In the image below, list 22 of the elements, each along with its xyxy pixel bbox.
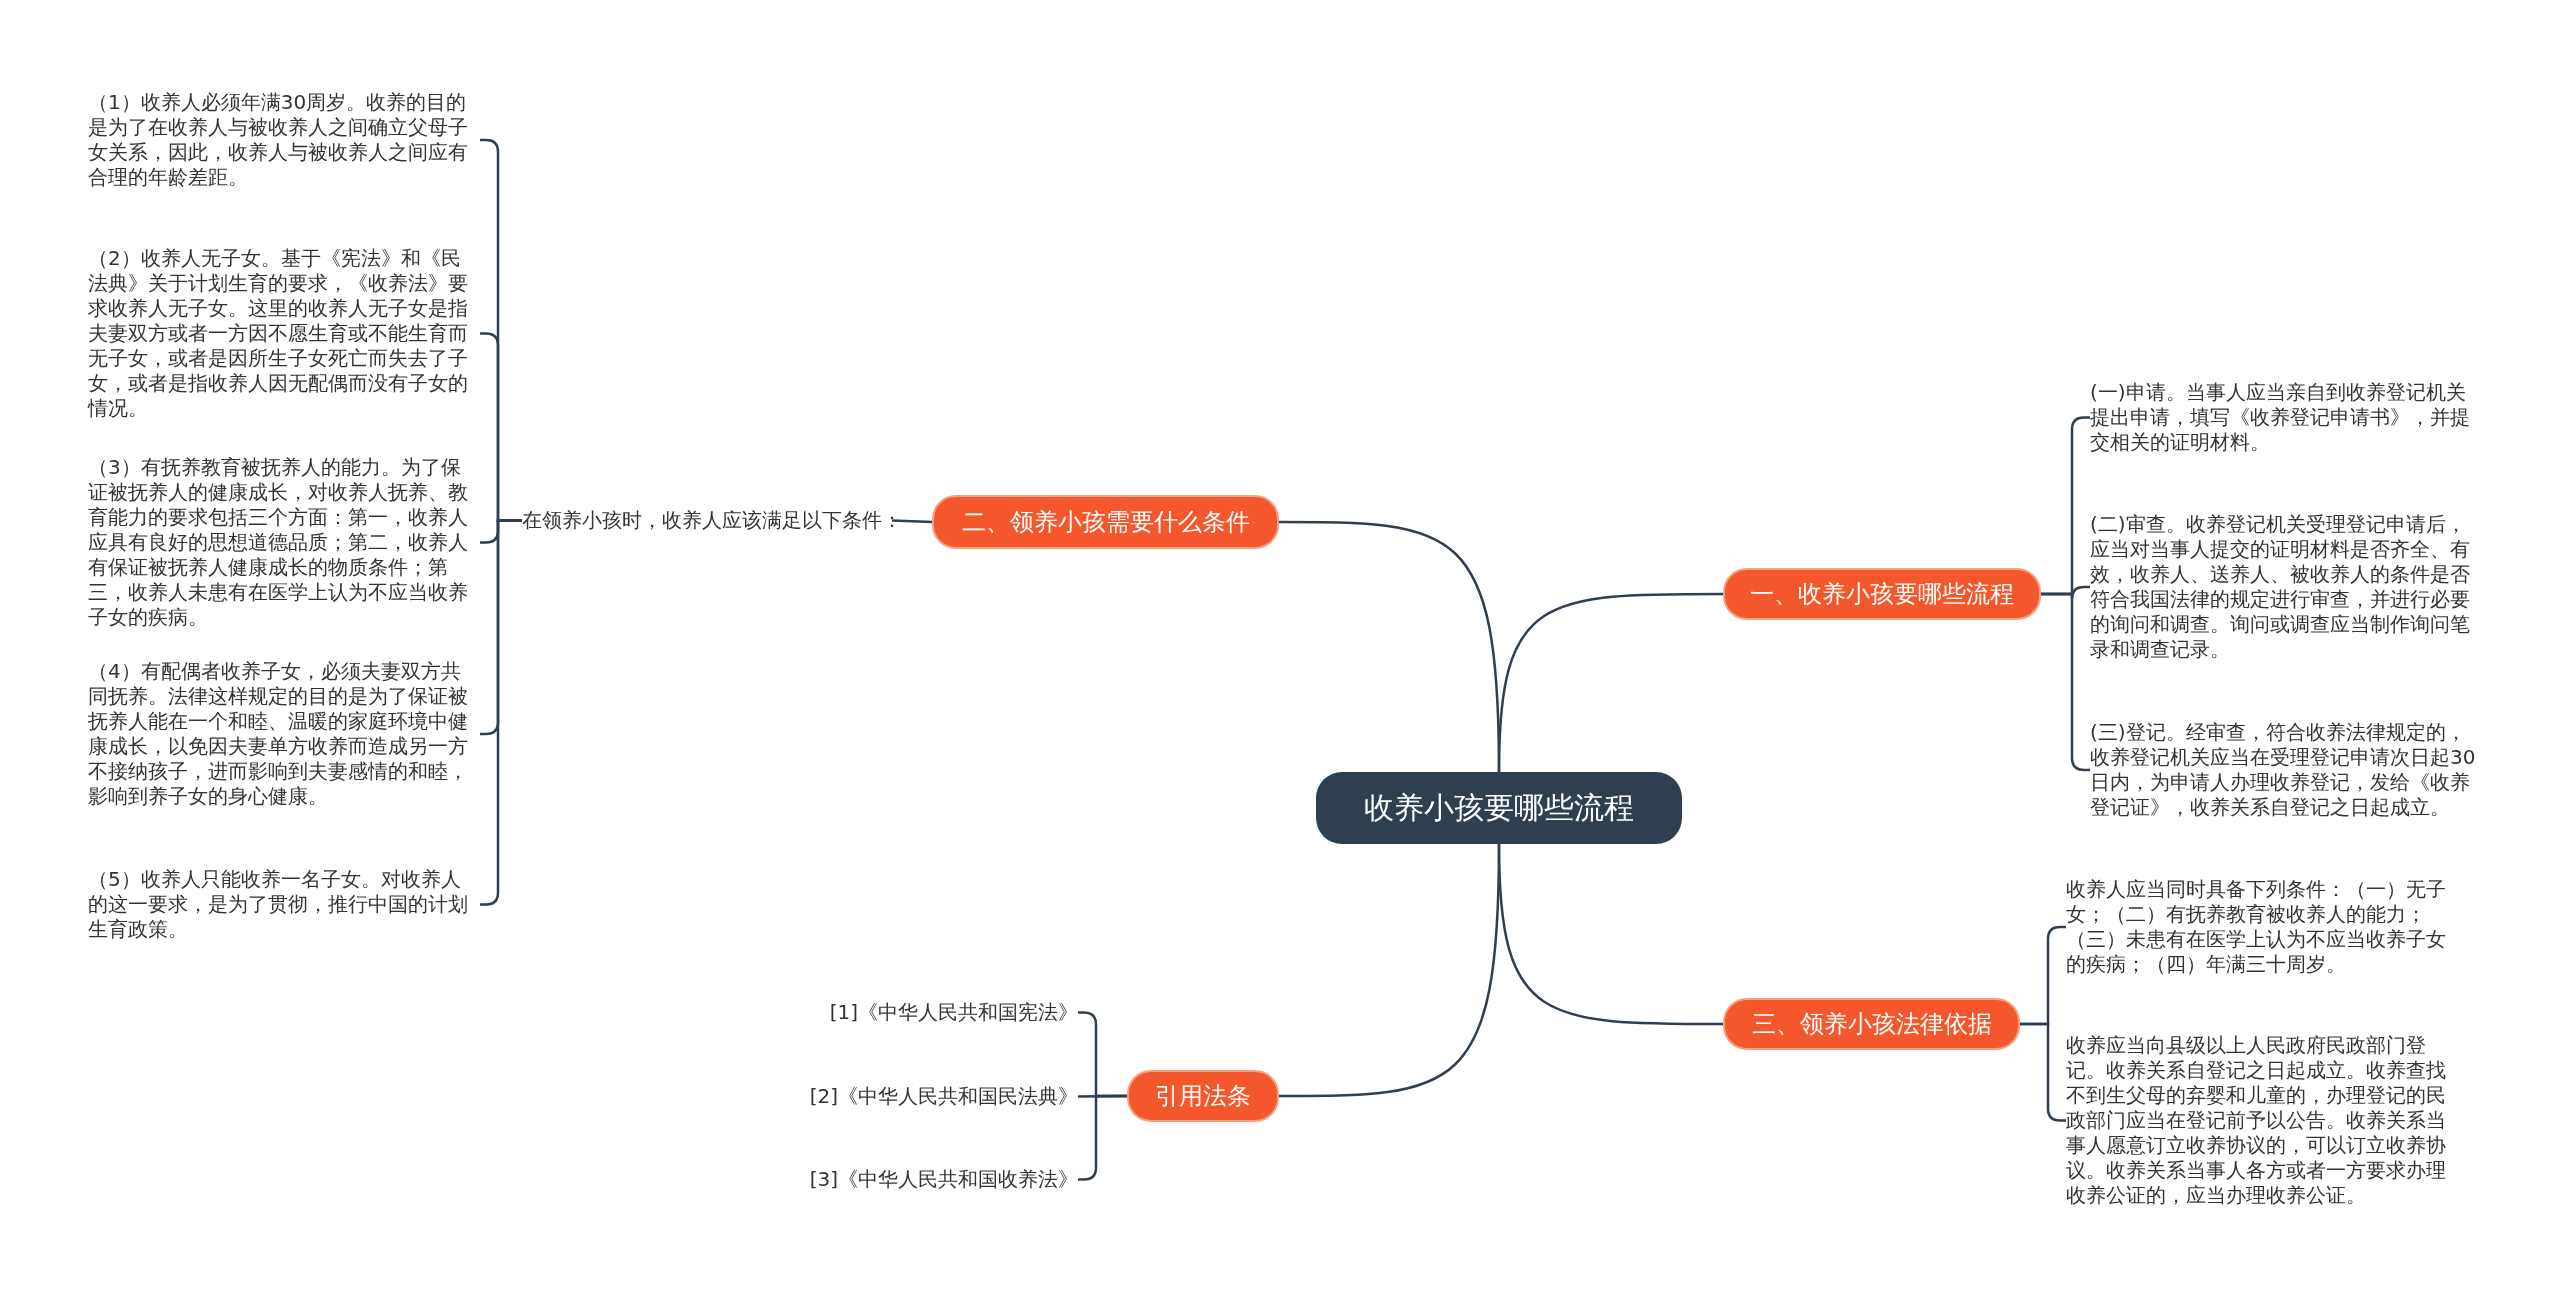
branch-topic: 二、领养小孩需要什么条件 [932, 495, 1279, 549]
central-topic: 收养小孩要哪些流程 [1316, 772, 1682, 844]
reference-text: [2]《中华人民共和国民法典》 [778, 1084, 1078, 1109]
note-text: （5）收养人只能收养一名子女。对收养人的这一要求，是为了贯彻，推行中国的计划生育政策。 [88, 867, 480, 942]
note-text: 在领养小孩时，收养人应该满足以下条件： [522, 508, 892, 533]
connector-line [891, 519, 933, 524]
connector-line [1279, 520, 1501, 773]
reference-text: [1]《中华人民共和国宪法》 [778, 1000, 1078, 1025]
note-text: (一)申请。当事人应当亲自到收养登记机关提出申请，填写《收养登记申请书》，并提交相关的证明材料。 [2090, 380, 2480, 455]
note-text: 收养人应当同时具备下列条件：（一）无子女；（二）有抚养教育被收养人的能力；（三）未患有在医学上认为不应当收养子女的疾病；（四）年满三十周岁。 [2066, 877, 2456, 977]
reference-text: [3]《中华人民共和国收养法》 [778, 1167, 1078, 1192]
note-text: 收养应当向县级以上人民政府民政部门登记。收养关系自登记之日起成立。收养查找不到生父母的弃婴和儿童的，办理登记的民政部门应当在登记前予以公告。收养关系当事人愿意订立收养协议的，可以订立收养协议。收养关系当事人各方或者一方要求办理收养公证的，应当办理收养公证。 [2066, 1033, 2456, 1208]
connector-line [1279, 843, 1501, 1098]
branch-topic: 引用法条 [1127, 1070, 1279, 1122]
note-text: （4）有配偶者收养子女，必须夫妻双方共同抚养。法律这样规定的目的是为了保证被抚养人能在一个和睦、温暖的家庭环境中健康成长，以免因夫妻单方收养而造成另一方不接纳孩子，进而影响到夫妻感情的和睦，影响到养子女的身心健康。 [88, 659, 480, 809]
branch-topic: 一、收养小孩要哪些流程 [1723, 568, 2041, 620]
branch-topic: 三、领养小孩法律依据 [1723, 998, 2020, 1050]
note-text: （1）收养人必须年满30周岁。收养的目的是为了在收养人与被收养人之间确立父母子女关系，因此，收养人与被收养人之间应有合理的年龄差距。 [88, 90, 480, 190]
note-text: （2）收养人无子女。基于《宪法》和《民法典》关于计划生育的要求，《收养法》要求收养人无子女。这里的收养人无子女是指夫妻双方或者一方因不愿生育或不能生育而无子女，或者是因所生子女死亡而失去了子女，或者是指收养人因无配偶而没有子女的情况。 [88, 246, 480, 421]
note-text: (二)审查。收养登记机关受理登记申请后，应当对当事人提交的证明材料是否齐全、有效，收养人、送养人、被收养人的条件是否符合我国法律的规定进行审查，并进行必要的询问和调查。询问或调查应当制作询问笔录和调查记录。 [2090, 512, 2480, 662]
note-text: （3）有抚养教育被抚养人的能力。为了保证被抚养人的健康成长，对收养人抚养、教育能力的要求包括三个方面：第一，收养人应具有良好的思想道德品质；第二，收养人有保证被抚养人健康成长的物质条件；第三，收养人未患有在医学上认为不应当收养子女的疾病。 [88, 455, 480, 630]
note-text: (三)登记。经审查，符合收养法律规定的，收养登记机关应当在受理登记申请次日起30日内，为申请人办理收养登记，发给《收养登记证》，收养关系自登记之日起成立。 [2090, 720, 2480, 820]
